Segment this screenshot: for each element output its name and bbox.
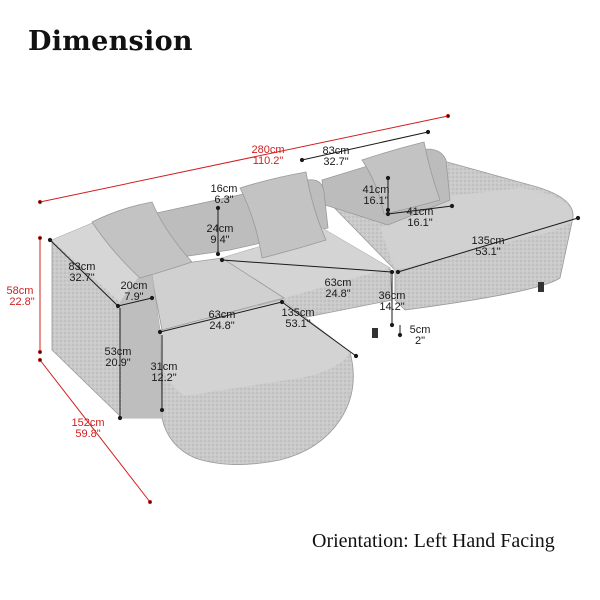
label-total-height-cm: 58cm — [7, 285, 34, 297]
label-back-thickness-cm: 16cm — [211, 183, 238, 195]
label-left-depth-in: 32.7" — [69, 272, 94, 284]
label-total-depth-in: 59.8" — [75, 428, 100, 440]
label-mid-seat-in: 24.8" — [325, 288, 350, 300]
label-chaise-seat-height-in: 12.2" — [151, 372, 176, 384]
label-mid-seat-cm: 63cm — [325, 277, 352, 289]
label-total-width-cm: 280cm — [251, 144, 284, 156]
pillow-middle — [239, 171, 327, 259]
label-pillow-h2-cm: 41cm — [407, 206, 434, 218]
label-arm-height-cm: 53cm — [105, 346, 132, 358]
label-back-height-in: 9.4" — [210, 234, 229, 246]
dim-line-chaise-depth-left — [281, 301, 357, 357]
left-seat-cushion — [149, 257, 285, 331]
label-back-height-cm: 24cm — [207, 223, 234, 235]
label-total-height-in: 22.8" — [9, 296, 34, 308]
label-total-depth-cm: 152cm — [71, 417, 104, 429]
label-left-seat-in: 24.8" — [209, 320, 234, 332]
label-chaise-depth-right-cm: 135cm — [471, 235, 504, 247]
label-leg-height-in: 2" — [415, 335, 425, 347]
pillow-right — [361, 141, 441, 215]
label-pillow-width-in: 32.7" — [323, 156, 348, 168]
label-total-width-in: 110.2" — [253, 155, 284, 167]
label-leg-height-cm: 5cm — [410, 324, 431, 336]
orientation-note: Orientation: Left Hand Facing — [312, 530, 555, 552]
label-pillow-h1-in: 16.1" — [363, 195, 388, 207]
dim-line-total-width — [39, 115, 449, 203]
label-seat-height-cm: 36cm — [379, 290, 406, 302]
leg — [372, 328, 378, 338]
label-arm-width-in: 7.9" — [124, 291, 143, 303]
dim-line-arm-width — [117, 297, 153, 307]
label-arm-height-in: 20.9" — [105, 357, 130, 369]
label-chaise-depth-left-cm: 135cm — [281, 307, 314, 319]
page-title: Dimension — [28, 26, 193, 57]
left-arm-top — [52, 222, 150, 302]
left-chaise-top — [160, 300, 350, 396]
dim-line-pillow-width — [301, 131, 429, 161]
label-chaise-depth-right-in: 53.1" — [475, 246, 500, 258]
dim-line-pillow-h2 — [387, 205, 453, 215]
label-chaise-depth-left-in: 53.1" — [285, 318, 310, 330]
label-seat-height-in: 14.2" — [379, 301, 404, 313]
label-left-seat-cm: 63cm — [209, 309, 236, 321]
dim-line-chaise-depth-right — [397, 217, 579, 273]
pillow-left — [91, 201, 193, 279]
left-arm-front — [120, 262, 162, 418]
dim-line-total-depth — [39, 359, 151, 503]
label-pillow-h2-in: 16.1" — [407, 217, 432, 229]
label-arm-width-cm: 20cm — [121, 280, 148, 292]
label-left-depth-cm: 83cm — [69, 261, 96, 273]
dim-line-mid-seat — [221, 259, 393, 273]
label-pillow-width-cm: 83cm — [323, 145, 350, 157]
leg — [538, 282, 544, 292]
label-chaise-seat-height-cm: 31cm — [151, 361, 178, 373]
label-pillow-h1-cm: 41cm — [363, 184, 390, 196]
dim-line-left-seat — [159, 301, 283, 333]
dim-line-left-depth — [49, 239, 119, 307]
label-back-thickness-in: 6.3" — [214, 194, 233, 206]
